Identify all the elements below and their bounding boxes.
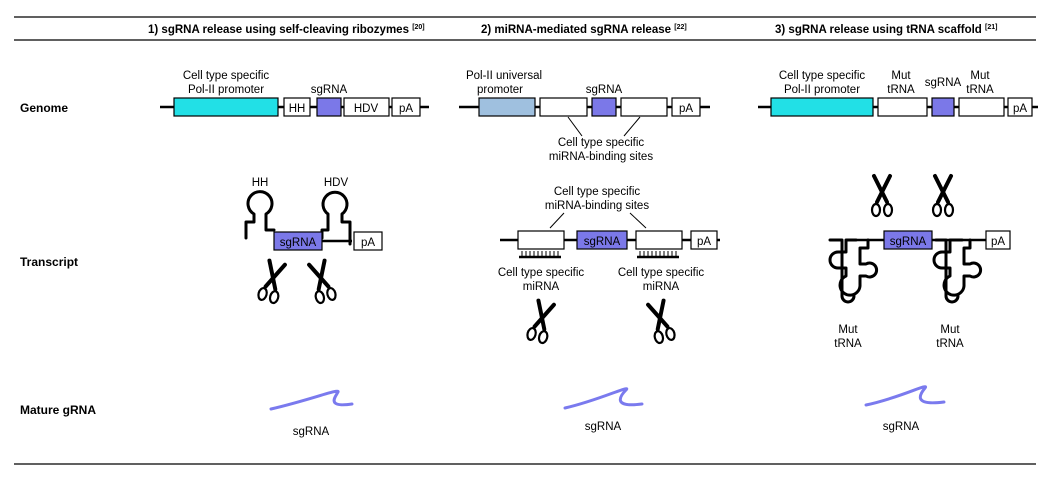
col2-mirna-left-label-2: miRNA <box>523 281 560 293</box>
col1-hh-hairpin <box>244 190 276 240</box>
col3-mut-left-label-2: tRNA <box>887 84 915 96</box>
col2-promoter-label-1: Pol-II universal <box>466 70 542 82</box>
col2-promoter-label-2: promoter <box>477 84 523 96</box>
col1-mature-label: sgRNA <box>293 426 330 438</box>
scissors-icon <box>305 258 339 306</box>
col3-mature: sgRNA <box>864 385 946 433</box>
col2-t-sites-label-2: miRNA-binding sites <box>545 200 649 212</box>
col1-hh-text: HH <box>289 103 306 115</box>
col3-promoter-box <box>770 97 874 117</box>
col2-grna-curve <box>563 387 644 410</box>
scissors-icon <box>524 298 558 346</box>
col1-t-pa-box <box>353 231 383 251</box>
col3-t-mut-right-label-2: tRNA <box>936 338 964 350</box>
col3-mut-right-label-2: tRNA <box>966 84 994 96</box>
col2-pa-box <box>671 97 701 117</box>
col1-hdv-hairpin <box>320 190 352 246</box>
col1-hdv-box <box>343 97 390 117</box>
col2-mirna-right-label-1: Cell type specific <box>618 267 705 279</box>
col2-genome: Pol-II universal promoter sgRNA pA Cell … <box>459 70 710 163</box>
col2-sites-label-1: Cell type specific <box>558 137 645 149</box>
col3-t-sgrna-text: sgRNA <box>890 236 927 248</box>
col3-sgrna-label: sgRNA <box>925 77 962 89</box>
col2-site-box-2 <box>620 97 668 117</box>
col2-transcript: Cell type specific miRNA-binding sites s… <box>498 186 720 346</box>
col1-transcript: HH HDV sgRNA pA <box>244 177 383 306</box>
row-label-transcript: Transcript <box>20 255 78 269</box>
col1-grna-curve <box>269 389 354 411</box>
col1-promoter-box <box>173 97 279 117</box>
col1-sgrna-box <box>316 97 342 117</box>
col3-mut-trna-box-1 <box>877 97 928 117</box>
col3-t-pa-box <box>985 230 1011 250</box>
col1-promoter-label-2: Pol-II promoter <box>188 84 264 96</box>
col3-sgrna-box <box>931 97 955 117</box>
col1-hh-loop-label: HH <box>252 177 269 189</box>
col3-promoter-label-1: Cell type specific <box>779 70 866 82</box>
col2-t-pa-box <box>690 230 718 250</box>
col2-t-sgrna-text: sgRNA <box>584 236 621 248</box>
col1-hdv-text: HDV <box>354 103 379 115</box>
col1-promoter-label-1: Cell type specific <box>183 70 270 82</box>
col3-trna-right-stem <box>934 238 960 304</box>
col1-t-sgrna-text: sgRNA <box>280 237 317 249</box>
col3-mut-right-label-1: Mut <box>970 70 990 82</box>
col2-mature-label: sgRNA <box>585 421 622 433</box>
col3-t-mut-left-label-2: tRNA <box>834 338 862 350</box>
col3-header: 3) sgRNA release using tRNA scaffold [21… <box>775 24 998 36</box>
scissors-icon <box>870 174 894 218</box>
col3-trna-left-stem <box>828 238 856 304</box>
col1-header: 1) sgRNA release using self-cleaving rib… <box>148 24 425 36</box>
col2-header: 2) miRNA-mediated sgRNA release [22] <box>481 24 687 36</box>
col2-mirna-ladder-right <box>637 251 679 259</box>
col1-genome: Cell type specific Pol-II promoter sgRNA… <box>160 70 429 117</box>
scissors-icon <box>255 258 289 306</box>
col1-hdv-loop-label: HDV <box>324 177 349 189</box>
col3-transcript: sgRNA pA Mut tRNA Mut tRNA <box>828 174 1011 350</box>
col1-sgrna-label: sgRNA <box>311 84 348 96</box>
col3-mut-trna-box-2 <box>958 97 1005 117</box>
col2-pa-text: pA <box>679 103 693 115</box>
col1-pa-text: pA <box>399 103 413 115</box>
col3-t-mut-left-label-1: Mut <box>838 324 858 336</box>
col2-mature: sgRNA <box>563 387 644 433</box>
col2-sites-label-2: miRNA-binding sites <box>549 151 653 163</box>
col3-pa-text: pA <box>1013 103 1027 115</box>
col1-mature: sgRNA <box>269 389 354 438</box>
col2-t-sgrna-box <box>576 230 628 250</box>
col2-mirna-ladder-left <box>519 251 561 259</box>
col2-sgrna-box <box>591 97 617 117</box>
col2-t-site-box-2 <box>635 230 683 250</box>
col3-pa-box <box>1007 97 1033 117</box>
row-label-genome: Genome <box>20 101 68 115</box>
col3-trna-right <box>932 238 983 297</box>
col2-sgrna-label: sgRNA <box>586 84 623 96</box>
col3-mature-label: sgRNA <box>883 421 920 433</box>
col3-trna-left <box>828 238 879 297</box>
col3-grna-curve <box>864 385 946 407</box>
col1-hh-box <box>283 97 311 117</box>
col1-t-pa-text: pA <box>361 237 375 249</box>
scissors-icon <box>931 174 955 218</box>
col3-t-pa-text: pA <box>991 236 1005 248</box>
col2-promoter-box <box>478 97 536 117</box>
col1-pa-box <box>391 97 421 117</box>
col1-t-sgrna-box <box>273 231 323 251</box>
col3-promoter-label-2: Pol-II promoter <box>784 84 860 96</box>
row-label-mature: Mature gRNA <box>20 403 96 417</box>
col2-site-box-1 <box>539 97 588 117</box>
scissors-icon <box>644 298 678 346</box>
col3-mut-left-label-1: Mut <box>891 70 911 82</box>
col2-t-pa-text: pA <box>697 236 711 248</box>
col2-mirna-right-label-2: miRNA <box>643 281 680 293</box>
col2-t-sites-label-1: Cell type specific <box>554 186 641 198</box>
col3-t-mut-right-label-1: Mut <box>940 324 960 336</box>
col3-genome: Cell type specific Pol-II promoter Mut t… <box>758 70 1038 117</box>
col2-t-site-box-1 <box>517 230 565 250</box>
col2-mirna-left-label-1: Cell type specific <box>498 267 585 279</box>
